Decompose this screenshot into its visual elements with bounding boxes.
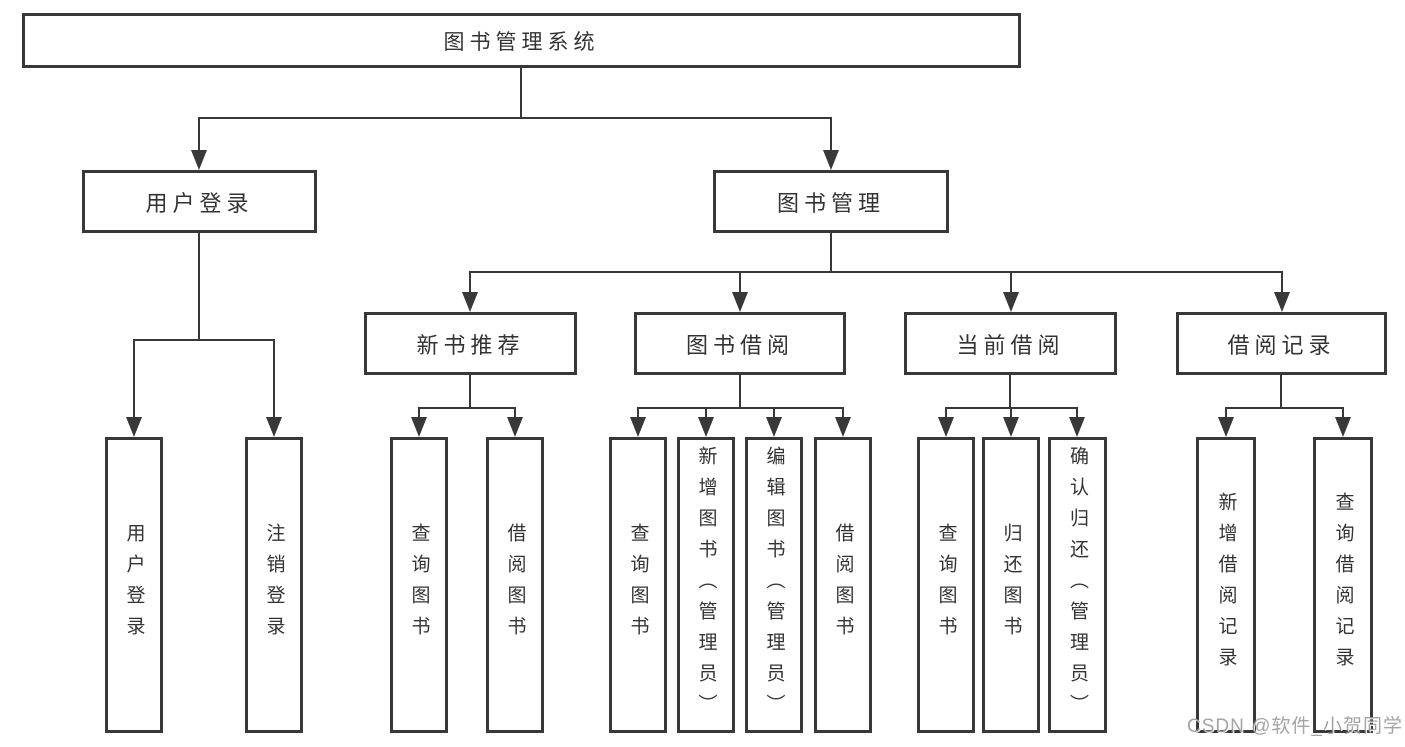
arrowhead-down-icon: [1218, 417, 1234, 437]
connector-user-login-split: [133, 339, 275, 341]
leaf-newbooks-query: 查询图书: [390, 437, 448, 733]
node-label: 图书借阅: [685, 332, 794, 358]
connector-to-leaf: [1225, 407, 1227, 418]
node-library-management-system: 图书管理系统: [22, 13, 1021, 68]
leaf-label: 新增借阅记录: [1215, 492, 1237, 678]
connector-new-books-down: [469, 374, 471, 408]
arrowhead-down-icon: [126, 417, 142, 437]
connector-book-mgmt-down: [830, 232, 832, 272]
arrowhead-down-icon: [835, 417, 851, 437]
node-borrow-records: 借阅记录: [1176, 312, 1387, 375]
connector-book-borrow-split: [637, 407, 844, 409]
leaf-label: 新增图书（管理员）: [695, 445, 717, 725]
connector-to-current-borrow: [1010, 271, 1012, 293]
leaf-label: 用户登录: [123, 523, 145, 647]
arrowhead-down-icon: [1003, 292, 1019, 312]
leaf-label: 注销登录: [263, 523, 285, 647]
connector-to-leaf: [1342, 407, 1344, 418]
connector-book-mgmt-split: [469, 271, 1283, 273]
connector-to-leaf: [133, 339, 135, 418]
node-label: 当前借阅: [956, 332, 1065, 358]
node-label: 图书管理: [776, 190, 885, 216]
arrowhead-down-icon: [411, 417, 427, 437]
connector-to-leaf: [637, 407, 639, 418]
leaf-add-books-admin: 新增图书（管理员）: [677, 437, 735, 733]
csdn-watermark: CSDN @软件_小贺同学: [1187, 716, 1403, 737]
leaf-user-login: 用户登录: [105, 437, 163, 733]
node-label: 借阅记录: [1227, 332, 1336, 358]
arrowhead-down-icon: [698, 417, 714, 437]
leaf-edit-books-admin: 编辑图书（管理员）: [745, 437, 803, 733]
connector-to-new-books: [469, 271, 471, 293]
connector-borrow-records-down: [1280, 374, 1282, 408]
connector-to-book-mgmt: [830, 117, 832, 152]
arrowhead-down-icon: [823, 150, 839, 170]
leaf-return-books: 归还图书: [982, 437, 1040, 733]
connector-root-down: [520, 66, 522, 118]
node-book-management: 图书管理: [713, 170, 949, 233]
leaf-current-query-books: 查询图书: [917, 437, 975, 733]
arrowhead-down-icon: [191, 150, 207, 170]
connector-to-leaf: [1010, 407, 1012, 418]
arrowhead-down-icon: [1274, 292, 1290, 312]
leaf-borrow-books: 借阅图书: [814, 437, 872, 733]
leaf-label: 借阅图书: [504, 523, 526, 647]
leaf-label: 编辑图书（管理员）: [763, 445, 785, 725]
arrowhead-down-icon: [266, 417, 282, 437]
arrowhead-down-icon: [938, 417, 954, 437]
leaf-newbooks-borrow: 借阅图书: [486, 437, 544, 733]
connector-to-leaf: [705, 407, 707, 418]
connector-to-leaf: [1076, 407, 1078, 418]
node-user-login: 用户登录: [82, 170, 317, 233]
connector-to-leaf: [773, 407, 775, 418]
leaf-label: 借阅图书: [832, 523, 854, 647]
arrowhead-down-icon: [1003, 417, 1019, 437]
leaf-label: 确认归还（管理员）: [1067, 445, 1088, 725]
connector-to-book-borrow: [739, 271, 741, 293]
connector-to-leaf: [273, 339, 275, 418]
connector-root-split: [198, 117, 832, 119]
connector-book-borrow-down: [739, 374, 741, 408]
connector-to-borrow-records: [1281, 271, 1283, 293]
leaf-label: 查询借阅记录: [1332, 492, 1354, 678]
arrowhead-down-icon: [462, 292, 478, 312]
connector-user-login-down: [198, 232, 200, 340]
arrowhead-down-icon: [732, 292, 748, 312]
node-label: 新书推荐: [416, 332, 525, 358]
arrowhead-down-icon: [1069, 417, 1085, 437]
connector-to-leaf: [842, 407, 844, 418]
connector-to-user-login: [198, 117, 200, 152]
leaf-logout: 注销登录: [245, 437, 303, 733]
arrowhead-down-icon: [1335, 417, 1351, 437]
connector-to-leaf: [514, 407, 516, 418]
connector-current-borrow-down: [1009, 374, 1011, 408]
connector-to-leaf: [418, 407, 420, 418]
node-new-book-recommend: 新书推荐: [364, 312, 577, 375]
leaf-query-borrow-record: 查询借阅记录: [1313, 437, 1373, 733]
leaf-label: 归还图书: [1000, 523, 1022, 647]
leaf-label: 查询图书: [408, 523, 430, 647]
node-current-borrow: 当前借阅: [904, 312, 1117, 375]
node-label: 用户登录: [145, 190, 254, 216]
arrowhead-down-icon: [507, 417, 523, 437]
connector-new-books-split: [418, 407, 516, 409]
node-label: 图书管理系统: [443, 30, 600, 54]
arrowhead-down-icon: [766, 417, 782, 437]
leaf-confirm-return-admin: 确认归还（管理员）: [1048, 437, 1107, 733]
leaf-label: 查询图书: [935, 523, 957, 647]
leaf-add-borrow-record: 新增借阅记录: [1196, 437, 1256, 733]
arrowhead-down-icon: [630, 417, 646, 437]
connector-borrow-records-split: [1225, 407, 1344, 409]
node-book-borrow: 图书借阅: [634, 312, 846, 375]
leaf-borrow-query-books: 查询图书: [609, 437, 667, 733]
connector-to-leaf: [945, 407, 947, 418]
leaf-label: 查询图书: [627, 523, 649, 647]
